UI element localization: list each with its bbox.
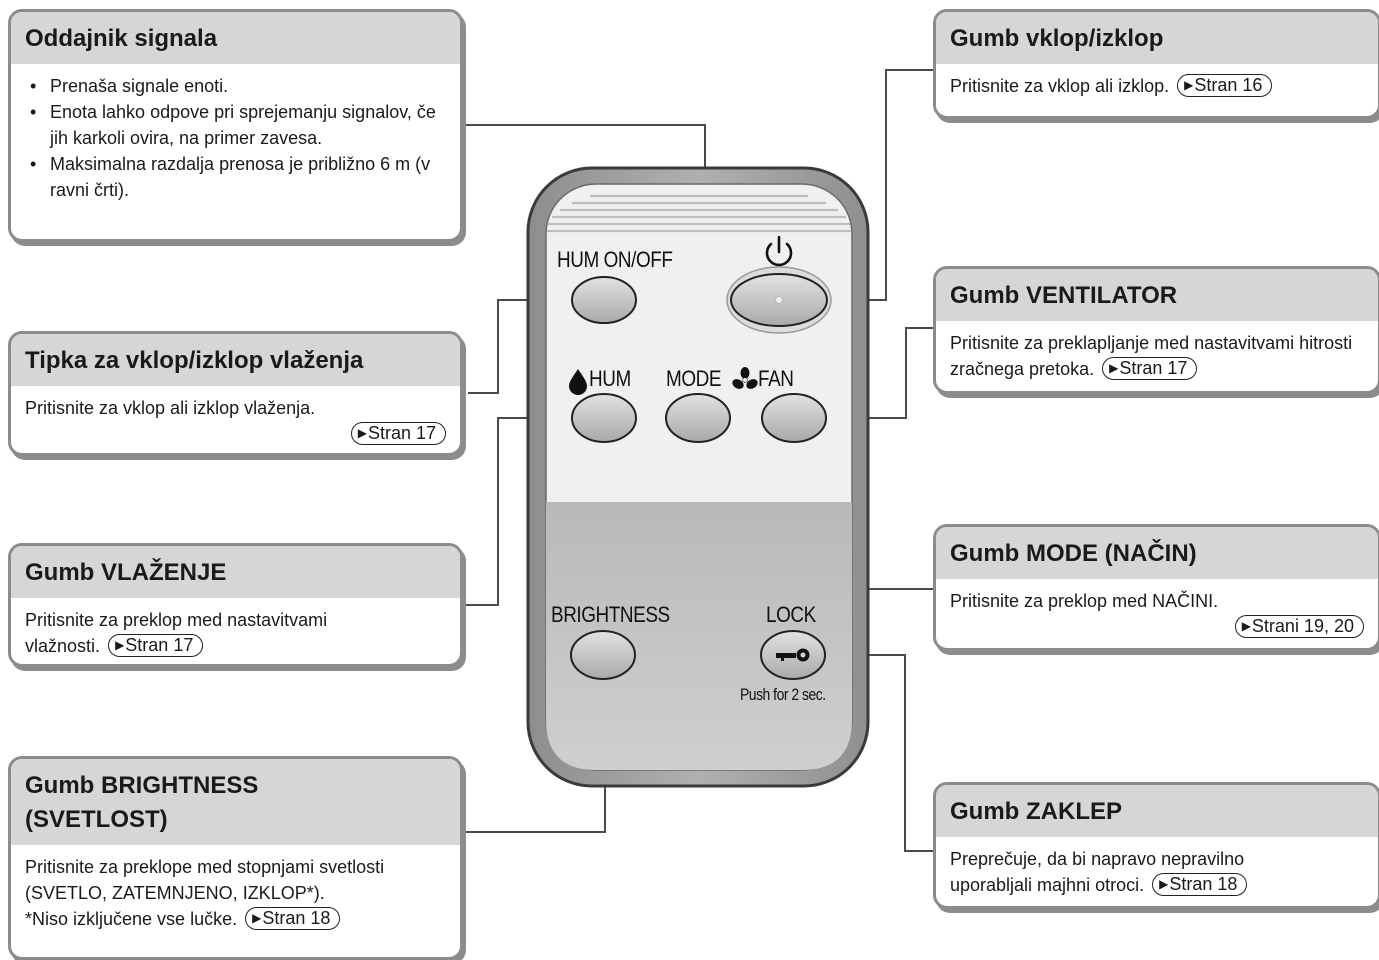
play-arrow-icon: ▶	[1184, 78, 1194, 92]
leader-transmitter	[463, 124, 706, 168]
box-text: Pritisnite za preklop med NAČINI.	[950, 591, 1219, 611]
mode-label: MODE	[666, 366, 722, 391]
page-ref: ▶Strani 19, 20	[1234, 615, 1364, 638]
box-body: Preprečuje, da bi napravo nepravilno upo…	[936, 837, 1378, 906]
box-text: Preprečuje, da bi napravo nepravilno upo…	[950, 849, 1245, 895]
box-body: Pritisnite za vklop ali izklop. ▶Stran 1…	[936, 64, 1378, 109]
box-title: Gumb BRIGHTNESS (SVETLOST)	[11, 759, 460, 845]
bullet-item: Prenaša signale enoti.	[25, 73, 446, 99]
hum-label: HUM	[589, 366, 631, 391]
box-title: Gumb MODE (NAČIN)	[936, 527, 1378, 579]
play-arrow-icon: ▶	[1241, 619, 1251, 633]
box-note: *Niso izključene vse lučke.	[25, 909, 238, 929]
play-arrow-icon: ▶	[1159, 877, 1169, 891]
box-body: Prenaša signale enoti. Enota lahko odpov…	[11, 64, 460, 213]
page-ref: ▶Stran 18	[1152, 873, 1248, 896]
brightness-button	[570, 630, 636, 680]
box-text: Pritisnite za preklapljanje med nastavit…	[950, 333, 1353, 379]
lock-label: LOCK	[766, 602, 816, 627]
box-mode: Gumb MODE (NAČIN) Pritisnite za preklop …	[933, 524, 1379, 651]
box-title: Gumb VENTILATOR	[936, 269, 1378, 321]
mode-button	[665, 393, 731, 443]
play-arrow-icon: ▶	[115, 638, 125, 652]
push-note: Push for 2 sec.	[740, 685, 826, 704]
page-ref: ▶Stran 18	[245, 907, 341, 930]
box-title: Gumb vklop/izklop	[936, 12, 1378, 64]
page-ref: ▶Stran 17	[1102, 357, 1198, 380]
play-arrow-icon: ▶	[1109, 361, 1119, 375]
box-hum: Gumb VLAŽENJE Pritisnite za preklop med …	[8, 543, 463, 667]
box-lock: Gumb ZAKLEP Preprečuje, da bi napravo ne…	[933, 782, 1379, 909]
box-body: Pritisnite za vklop ali izklop vlaženja.…	[11, 386, 460, 453]
key-icon	[776, 648, 810, 662]
box-transmitter: Oddajnik signala Prenaša signale enoti. …	[8, 9, 463, 242]
bullet-item: Enota lahko odpove pri sprejemanju signa…	[25, 99, 446, 151]
bullet-list: Prenaša signale enoti. Enota lahko odpov…	[25, 73, 446, 203]
box-title: Gumb ZAKLEP	[936, 785, 1378, 837]
box-title: Oddajnik signala	[11, 12, 460, 64]
fan-icon	[732, 367, 758, 389]
box-humonoff: Tipka za vklop/izklop vlaženja Pritisnit…	[8, 331, 463, 456]
power-icon	[765, 235, 793, 267]
play-arrow-icon: ▶	[357, 426, 367, 440]
bullet-item: Maksimalna razdalja prenosa je približno…	[25, 151, 446, 203]
fan-button	[761, 393, 827, 443]
box-body: Pritisnite za preklapljanje med nastavit…	[936, 321, 1378, 391]
box-text: Pritisnite za preklop med nastavitvami v…	[25, 610, 328, 656]
box-body: Pritisnite za preklop med NAČINI. ▶Stran…	[936, 579, 1378, 648]
box-power: Gumb vklop/izklop Pritisnite za vklop al…	[933, 9, 1379, 119]
page-ref: ▶Stran 16	[1177, 74, 1273, 97]
hum-button	[571, 393, 637, 443]
play-arrow-icon: ▶	[252, 911, 262, 925]
box-body: Pritisnite za preklop med nastavitvami v…	[11, 598, 460, 664]
box-brightness: Gumb BRIGHTNESS (SVETLOST) Pritisnite za…	[8, 756, 463, 960]
box-fan: Gumb VENTILATOR Pritisnite za preklaplja…	[933, 266, 1379, 394]
box-title: Gumb VLAŽENJE	[11, 546, 460, 598]
box-body: Pritisnite za preklope med stopnjami sve…	[11, 845, 460, 942]
brightness-label: BRIGHTNESS	[551, 602, 670, 627]
box-text: Pritisnite za vklop ali izklop vlaženja.	[25, 398, 316, 418]
page-ref: ▶Stran 17	[108, 634, 204, 657]
fan-label: FAN	[758, 366, 794, 391]
hum-onoff-label: HUM ON/OFF	[557, 247, 673, 272]
power-button-indicator	[775, 296, 783, 304]
box-text: Pritisnite za preklope med stopnjami sve…	[25, 857, 385, 903]
water-drop-icon	[569, 369, 587, 395]
remote-lower-panel	[546, 502, 852, 770]
page-ref: ▶Stran 17	[350, 422, 446, 445]
transmitter-window	[547, 194, 851, 233]
box-title: Tipka za vklop/izklop vlaženja	[11, 334, 460, 386]
hum-onoff-button	[571, 276, 637, 324]
box-text: Pritisnite za vklop ali izklop.	[950, 76, 1170, 96]
